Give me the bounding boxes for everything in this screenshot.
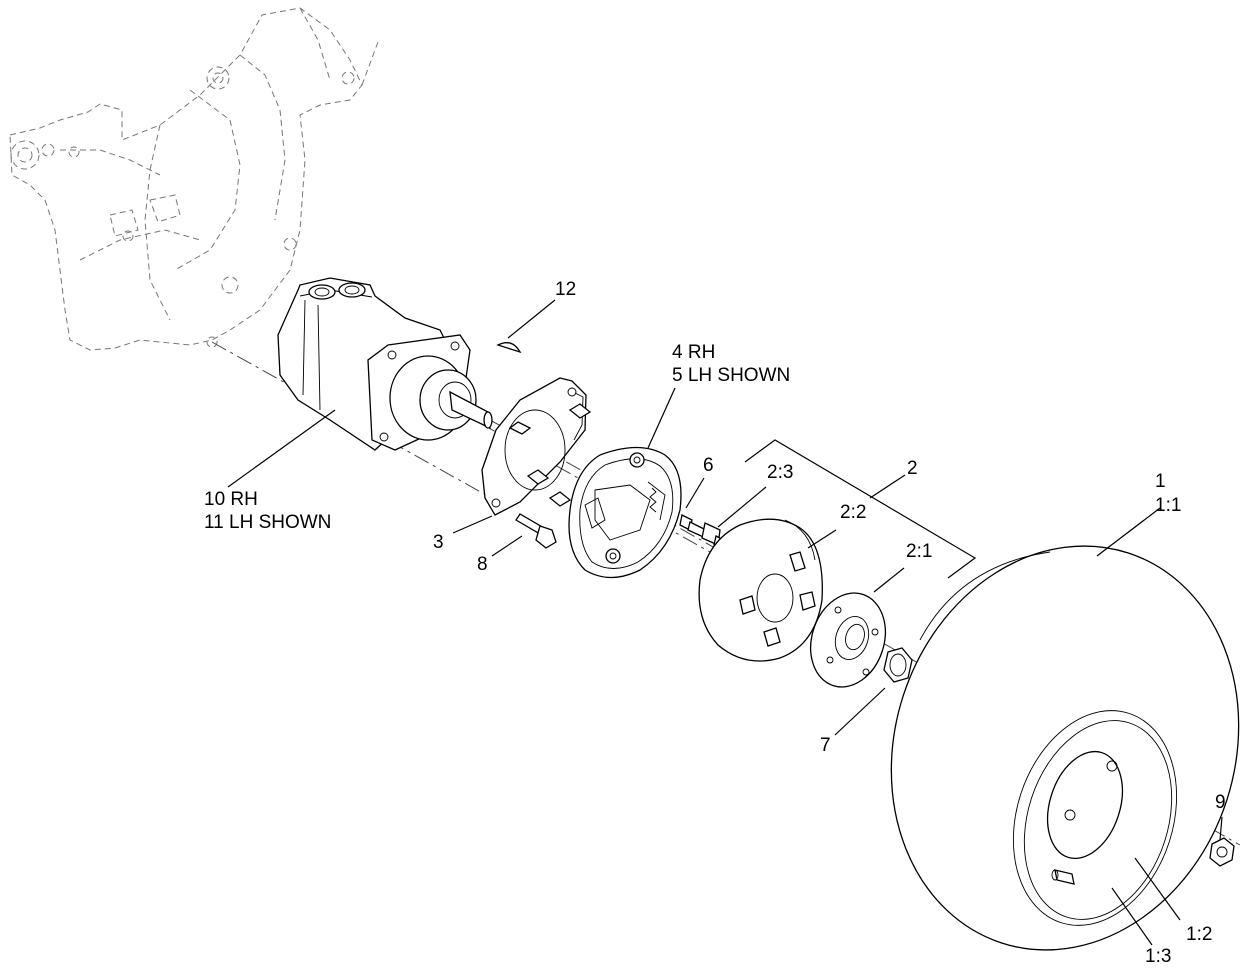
label-2: 2 xyxy=(907,458,918,479)
label-1-2: 1:2 xyxy=(1186,924,1212,945)
label-10-rh: 10 RH xyxy=(204,489,258,510)
brake-mounting-plate xyxy=(481,377,592,516)
label-7: 7 xyxy=(820,735,831,756)
hex-nut xyxy=(883,647,913,683)
label-4-rh: 4 RH xyxy=(672,342,715,363)
hub-assembly xyxy=(698,518,886,688)
label-8: 8 xyxy=(477,554,488,575)
label-6: 6 xyxy=(703,455,714,476)
callout-labels: 12 4 RH 5 LH SHOWN 10 RH 11 LH SHOWN 3 8… xyxy=(204,279,1226,967)
label-11-lh-shown: 11 LH SHOWN xyxy=(204,512,331,533)
label-1-3: 1:3 xyxy=(1145,946,1171,967)
lug-nut xyxy=(1209,837,1235,867)
brake-assembly xyxy=(568,446,682,579)
wheel-assembly xyxy=(890,545,1240,951)
label-12: 12 xyxy=(555,279,576,300)
frame-phantom xyxy=(9,7,379,351)
label-2-3: 2:3 xyxy=(767,462,793,483)
shaft-key xyxy=(496,342,522,354)
bolt xyxy=(515,513,557,549)
leader-lines xyxy=(227,299,1223,946)
label-9: 9 xyxy=(1215,792,1226,813)
label-2-1: 2:1 xyxy=(906,541,932,562)
wheel-motor xyxy=(277,277,493,451)
label-2-2: 2:2 xyxy=(840,502,866,523)
label-5-lh-shown: 5 LH SHOWN xyxy=(672,365,790,386)
label-3: 3 xyxy=(433,532,444,553)
label-1-1: 1:1 xyxy=(1155,495,1181,516)
label-1: 1 xyxy=(1155,471,1166,492)
